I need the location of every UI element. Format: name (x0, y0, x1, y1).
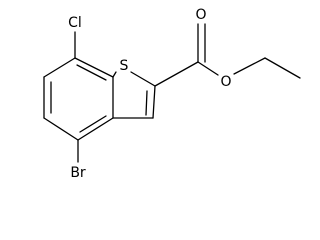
bond-ch2-ch3 (264, 57, 301, 79)
double-bond-c2-c3 (145, 90, 148, 116)
bond-carbonyl-c-ester-o (197, 61, 219, 76)
benzene-ring (43, 57, 114, 141)
bond-c7-c6 (43, 57, 76, 78)
double-bond-c7a-c7 (76, 64, 107, 81)
thiophene-ring (112, 71, 156, 119)
bond-c2-carbonyl-c (154, 61, 199, 87)
atom-label-bromine: Br (70, 165, 86, 181)
bond-c4-c3a (77, 117, 114, 141)
atom-label-carbonyl-oxygen: O (195, 7, 206, 23)
ethyl-ester-group (154, 23, 301, 87)
bond-c7a-s (112, 71, 117, 78)
bond-ester-o-ch2 (233, 57, 266, 75)
bond-c2-c3 (152, 85, 156, 119)
chemical-structure-diagram: Cl S O O Br (43, 7, 301, 181)
double-bond-c4-c3a (79, 115, 107, 133)
atom-label-sulfur: S (120, 58, 129, 74)
bond-c5-c4 (43, 117, 79, 141)
bond-c7a-c7 (74, 57, 114, 78)
bond-s-c2 (130, 71, 156, 87)
atom-label-chlorine: Cl (68, 15, 82, 31)
atom-label-ester-oxygen: O (220, 74, 231, 90)
